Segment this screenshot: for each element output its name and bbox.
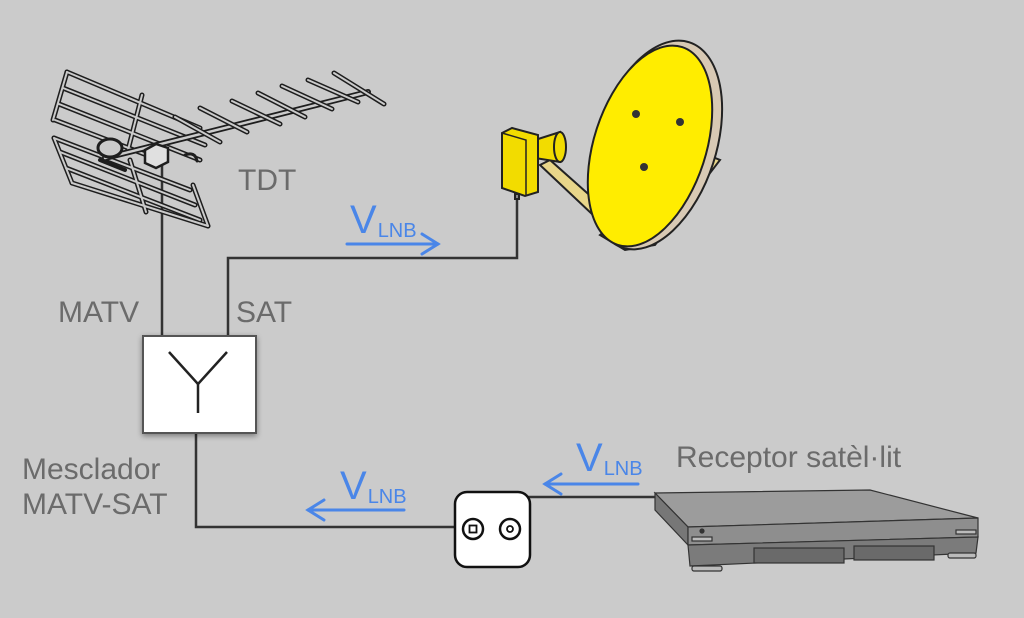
mixer-label-line2: MATV-SAT	[22, 488, 168, 521]
vlnb-label-top: VLNB	[350, 198, 417, 242]
sat-cable	[226, 198, 519, 336]
matv-label: MATV	[58, 296, 140, 329]
satellite-dish	[501, 39, 724, 252]
receiver-label: Receptor satèl·lit	[676, 441, 902, 474]
sat-label: SAT	[236, 296, 293, 329]
vlnb-label-bottom-left: VLNB	[340, 464, 407, 508]
vlnb-subscript: LNB	[377, 220, 417, 242]
arrow-left-icon	[305, 498, 406, 522]
terrestrial-antenna	[50, 69, 387, 229]
vlnb-main: V	[340, 464, 367, 508]
wall-socket	[453, 490, 532, 569]
mixer-label-line1: Mesclador	[22, 453, 161, 486]
vlnb-subscript: LNB	[603, 458, 643, 480]
vlnb-main: V	[576, 436, 603, 480]
vlnb-main: V	[350, 198, 377, 242]
tdt-label: TDT	[238, 164, 297, 197]
arrow-right-icon	[345, 232, 441, 256]
vlnb-label-bottom-right: VLNB	[576, 436, 643, 480]
mixer-output-cable	[194, 432, 455, 529]
mixer-y-icon	[168, 351, 228, 413]
satellite-receiver	[653, 489, 979, 572]
vlnb-arrows	[305, 232, 640, 522]
mixer	[142, 335, 257, 434]
sat-connector-icon	[498, 517, 522, 541]
tv-connector-icon	[461, 517, 485, 541]
arrow-left-icon	[542, 472, 640, 496]
vlnb-subscript: LNB	[367, 486, 407, 508]
